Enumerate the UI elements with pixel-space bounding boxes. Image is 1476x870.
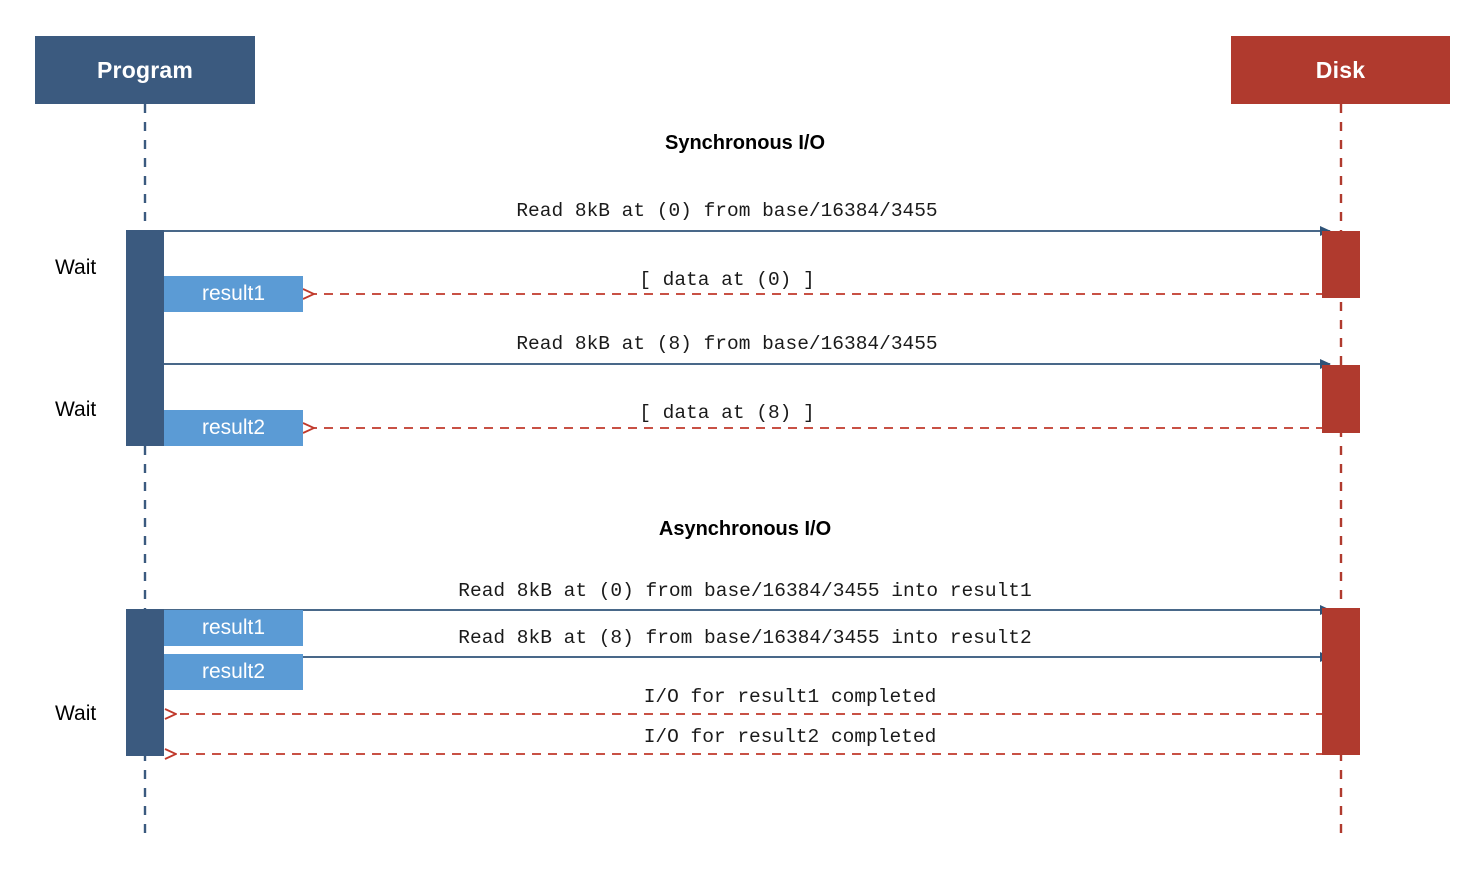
result-box-async-result1[interactable]: result1 <box>164 610 303 646</box>
activation-program-sync <box>126 230 164 446</box>
result-box-sync-result2[interactable]: result2 <box>164 410 303 446</box>
message-label-async-request-1: Read 8kB at (0) from base/16384/3455 int… <box>458 580 1032 602</box>
actor-header-program[interactable]: Program <box>35 36 255 104</box>
activation-program-async <box>126 609 164 756</box>
wait-label-async-1: Wait <box>55 702 97 725</box>
actor-label-program: Program <box>97 56 193 83</box>
activation-disk-sync-1 <box>1322 231 1360 298</box>
message-label-async-request-2: Read 8kB at (8) from base/16384/3455 int… <box>458 627 1032 649</box>
message-label-sync-response-1: [ data at (0) ] <box>639 269 815 291</box>
result-box-label: result1 <box>201 616 266 639</box>
wait-label-sync-2: Wait <box>55 398 97 421</box>
result-box-async-result2[interactable]: result2 <box>164 654 303 690</box>
message-label-async-response-2: I/O for result2 completed <box>643 726 937 748</box>
actor-header-disk[interactable]: Disk <box>1231 36 1450 104</box>
message-label-sync-request-1: Read 8kB at (0) from base/16384/3455 <box>516 200 938 222</box>
section-title-synchronous: Synchronous I/O <box>664 132 826 154</box>
message-label-sync-response-2: [ data at (8) ] <box>639 402 815 424</box>
section-title-asynchronous: Asynchronous I/O <box>658 518 832 540</box>
wait-label-sync-1: Wait <box>55 256 97 279</box>
result-box-label: result2 <box>201 660 266 683</box>
result-box-label: result1 <box>201 282 266 305</box>
result-box-label: result2 <box>201 416 266 439</box>
message-label-async-response-1: I/O for result1 completed <box>643 686 937 708</box>
result-box-sync-result1[interactable]: result1 <box>164 276 303 312</box>
actor-label-disk: Disk <box>1315 56 1366 83</box>
activation-disk-sync-2 <box>1322 365 1360 433</box>
message-label-sync-request-2: Read 8kB at (8) from base/16384/3455 <box>516 333 938 355</box>
activation-disk-async <box>1322 608 1360 755</box>
